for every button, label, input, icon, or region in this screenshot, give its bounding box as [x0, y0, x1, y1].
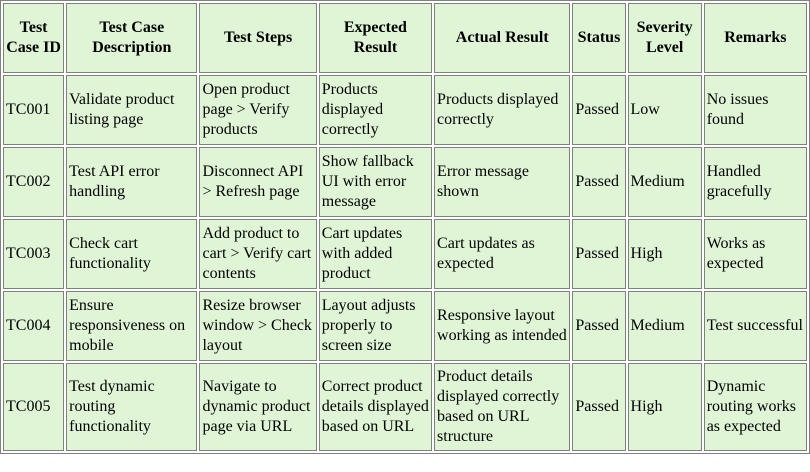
cell-expected-result: Correct product details displayed based … [318, 363, 433, 451]
header-test-steps: Test Steps [199, 3, 317, 73]
cell-actual-result: Error message shown [434, 147, 571, 217]
cell-test-case-id: TC004 [3, 291, 65, 361]
cell-severity: Medium [627, 291, 702, 361]
cell-status: Passed [572, 219, 626, 289]
cell-expected-result: Cart updates with added product [318, 219, 433, 289]
cell-test-steps: Disconnect API > Refresh page [199, 147, 317, 217]
cell-actual-result: Products displayed correctly [434, 75, 571, 145]
cell-status: Passed [572, 363, 626, 451]
table-row: TC004 Ensure responsiveness on mobile Re… [3, 291, 807, 361]
cell-test-case-id: TC003 [3, 219, 65, 289]
cell-description: Test dynamic routing functionality [66, 363, 198, 451]
header-status: Status [572, 3, 626, 73]
table-row: TC005 Test dynamic routing functionality… [3, 363, 807, 451]
header-row: Test Case ID Test Case Description Test … [3, 3, 807, 73]
cell-test-steps: Add product to cart > Verify cart conten… [199, 219, 317, 289]
cell-test-case-id: TC002 [3, 147, 65, 217]
cell-actual-result: Responsive layout working as intended [434, 291, 571, 361]
cell-remarks: Works as expected [703, 219, 807, 289]
cell-test-steps: Open product page > Verify products [199, 75, 317, 145]
table-row: TC001 Validate product listing page Open… [3, 75, 807, 145]
cell-status: Passed [572, 147, 626, 217]
cell-remarks: No issues found [703, 75, 807, 145]
cell-remarks: Dynamic routing works as expected [703, 363, 807, 451]
cell-expected-result: Show fallback UI with error message [318, 147, 433, 217]
table-row: TC003 Check cart functionality Add produ… [3, 219, 807, 289]
cell-remarks: Handled gracefully [703, 147, 807, 217]
cell-description: Test API error handling [66, 147, 198, 217]
header-severity-level: Severity Level [627, 3, 702, 73]
cell-expected-result: Products displayed correctly [318, 75, 433, 145]
test-case-table: Test Case ID Test Case Description Test … [0, 0, 810, 454]
header-test-case-id: Test Case ID [3, 3, 65, 73]
cell-actual-result: Cart updates as expected [434, 219, 571, 289]
cell-test-steps: Navigate to dynamic product page via URL [199, 363, 317, 451]
cell-test-case-id: TC005 [3, 363, 65, 451]
table-row: TC002 Test API error handling Disconnect… [3, 147, 807, 217]
cell-description: Ensure responsiveness on mobile [66, 291, 198, 361]
cell-description: Check cart functionality [66, 219, 198, 289]
cell-status: Passed [572, 75, 626, 145]
cell-severity: Medium [627, 147, 702, 217]
header-remarks: Remarks [703, 3, 807, 73]
header-actual-result: Actual Result [434, 3, 571, 73]
cell-severity: High [627, 219, 702, 289]
cell-severity: Low [627, 75, 702, 145]
cell-test-case-id: TC001 [3, 75, 65, 145]
cell-actual-result: Product details displayed correctly base… [434, 363, 571, 451]
cell-remarks: Test successful [703, 291, 807, 361]
cell-test-steps: Resize browser window > Check layout [199, 291, 317, 361]
cell-status: Passed [572, 291, 626, 361]
cell-severity: High [627, 363, 702, 451]
cell-expected-result: Layout adjusts properly to screen size [318, 291, 433, 361]
cell-description: Validate product listing page [66, 75, 198, 145]
header-expected-result: Expected Result [318, 3, 433, 73]
header-test-case-description: Test Case Description [66, 3, 198, 73]
